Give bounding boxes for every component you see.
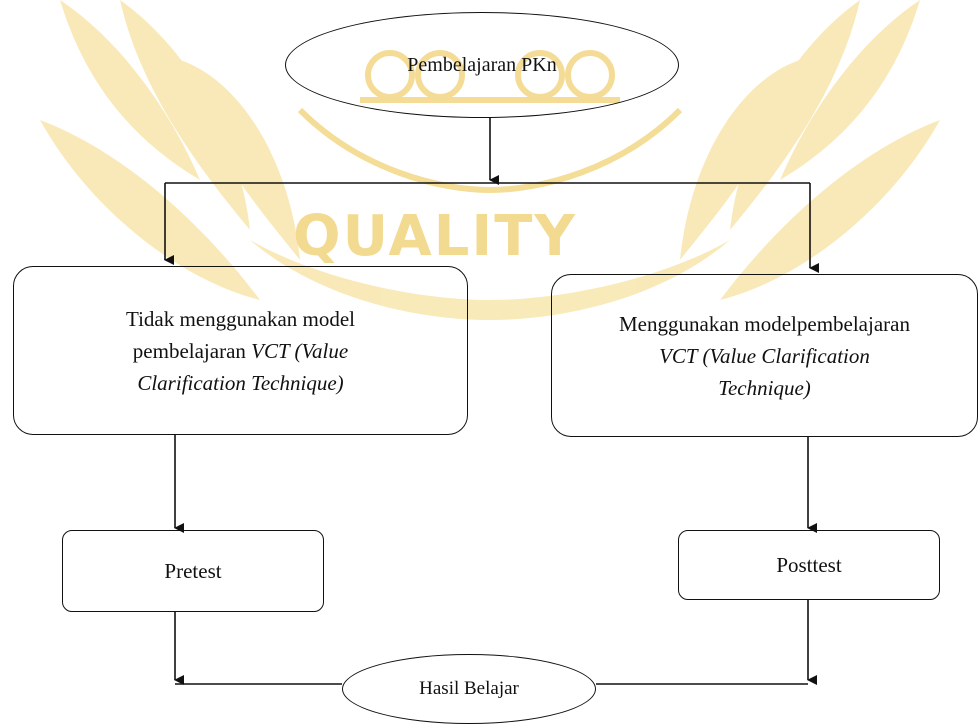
left-branch-line-3: Clarification Technique) (137, 370, 344, 395)
right-branch-line-3: Technique) (718, 375, 811, 400)
posttest-label: Posttest (776, 553, 842, 577)
right-leaf-1 (780, 0, 920, 180)
right-leaf-4 (680, 60, 800, 260)
left-branch-box: Tidak menggunakan model pembelajaran VCT… (13, 266, 468, 435)
watermark-text: QUALITY (293, 204, 577, 269)
crown-arc (297, 107, 683, 194)
right-branch-box: Menggunakan modelpembelajaran VCT (Value… (551, 274, 978, 437)
left-branch-line-1: Tidak menggunakan model (125, 306, 356, 331)
start-node-label: Pembelajaran PKn (407, 54, 557, 76)
right-branch-text: Menggunakan modelpembelajaran VCT (Value… (619, 308, 910, 404)
pretest-box: Pretest (62, 530, 324, 612)
left-leaf-3 (40, 120, 260, 300)
pretest-label: Pretest (164, 559, 222, 583)
start-node: Pembelajaran PKn (285, 12, 679, 118)
right-leaf-3 (720, 120, 940, 300)
emblem-base (250, 240, 730, 320)
left-leaf-2 (120, 0, 250, 230)
right-branch-line-1: Menggunakan modelpembelajaran (619, 311, 910, 336)
left-branch-line-2: pembelajaran VCT (Value (132, 338, 349, 363)
end-node: Hasil Belajar (342, 654, 596, 724)
right-leaf-2 (730, 0, 860, 230)
left-branch-text: Tidak menggunakan model pembelajaran VCT… (126, 303, 355, 399)
end-node-label: Hasil Belajar (419, 678, 519, 699)
left-leaf-4 (180, 60, 300, 260)
right-branch-line-2: VCT (Value Clarification (659, 343, 870, 368)
left-leaf-1 (60, 0, 200, 180)
posttest-box: Posttest (678, 530, 940, 600)
